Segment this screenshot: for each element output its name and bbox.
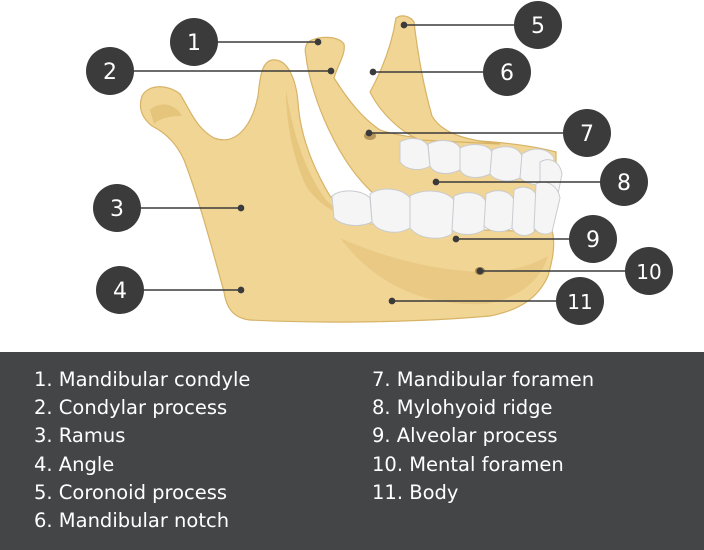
label-badge-9: 9 xyxy=(569,215,617,263)
label-badge-10: 10 xyxy=(625,247,673,295)
label-badge-6: 6 xyxy=(483,48,531,96)
far-coronoid-shape xyxy=(369,15,501,145)
badge-number-2: 2 xyxy=(103,60,117,85)
label-badge-8: 8 xyxy=(600,158,648,206)
badge-number-7: 7 xyxy=(580,122,594,147)
legend-item-3: 3. Ramus xyxy=(34,424,126,448)
legend-item-7: 7. Mandibular foramen xyxy=(372,368,595,391)
legend-column-left: 1. Mandibular condyle 2. Condylar proces… xyxy=(34,366,250,535)
label-badge-1: 1 xyxy=(170,18,218,66)
label-badge-3: 3 xyxy=(93,184,141,232)
badge-number-5: 5 xyxy=(531,14,545,39)
legend-item-11: 11. Body xyxy=(372,480,459,504)
label-badge-2: 2 xyxy=(86,47,134,95)
legend-panel: 1. Mandibular condyle 2. Condylar proces… xyxy=(0,352,704,550)
badge-number-8: 8 xyxy=(617,171,631,196)
badge-number-10: 10 xyxy=(636,260,661,284)
legend-item-6: 6. Mandibular notch xyxy=(34,509,230,533)
badge-number-9: 9 xyxy=(586,228,600,253)
legend-item-2: 2. Condylar process xyxy=(34,396,228,420)
legend-item-4: 4. Angle xyxy=(34,452,115,476)
condyle-curl xyxy=(150,104,182,124)
legend-column-right: 7. Mandibular foramen 8. Mylohyoid ridge… xyxy=(372,366,594,507)
label-badge-5: 5 xyxy=(514,1,562,49)
legend-item-1: 1. Mandibular condyle xyxy=(34,368,251,391)
badge-number-4: 4 xyxy=(113,279,127,304)
badge-number-6: 6 xyxy=(500,61,514,86)
mandible-illustration: 1 2 3 4 5 6 7 8 xyxy=(86,1,673,325)
label-badge-11: 11 xyxy=(556,277,604,325)
legend-item-10: 10. Mental foramen xyxy=(372,452,564,476)
near-teeth-row xyxy=(331,181,561,239)
legend-item-8: 8. Mylohyoid ridge xyxy=(372,396,553,420)
badge-number-11: 11 xyxy=(567,290,592,314)
far-teeth-row xyxy=(399,138,563,197)
legend-item-5: 5. Coronoid process xyxy=(34,480,228,504)
label-badge-4: 4 xyxy=(96,266,144,314)
badge-number-3: 3 xyxy=(110,197,124,222)
body-shadow xyxy=(340,238,548,305)
label-badge-7: 7 xyxy=(563,109,611,157)
legend-item-9: 9. Alveolar process xyxy=(372,424,558,448)
leader-lines xyxy=(131,21,626,305)
badge-number-1: 1 xyxy=(187,31,201,56)
